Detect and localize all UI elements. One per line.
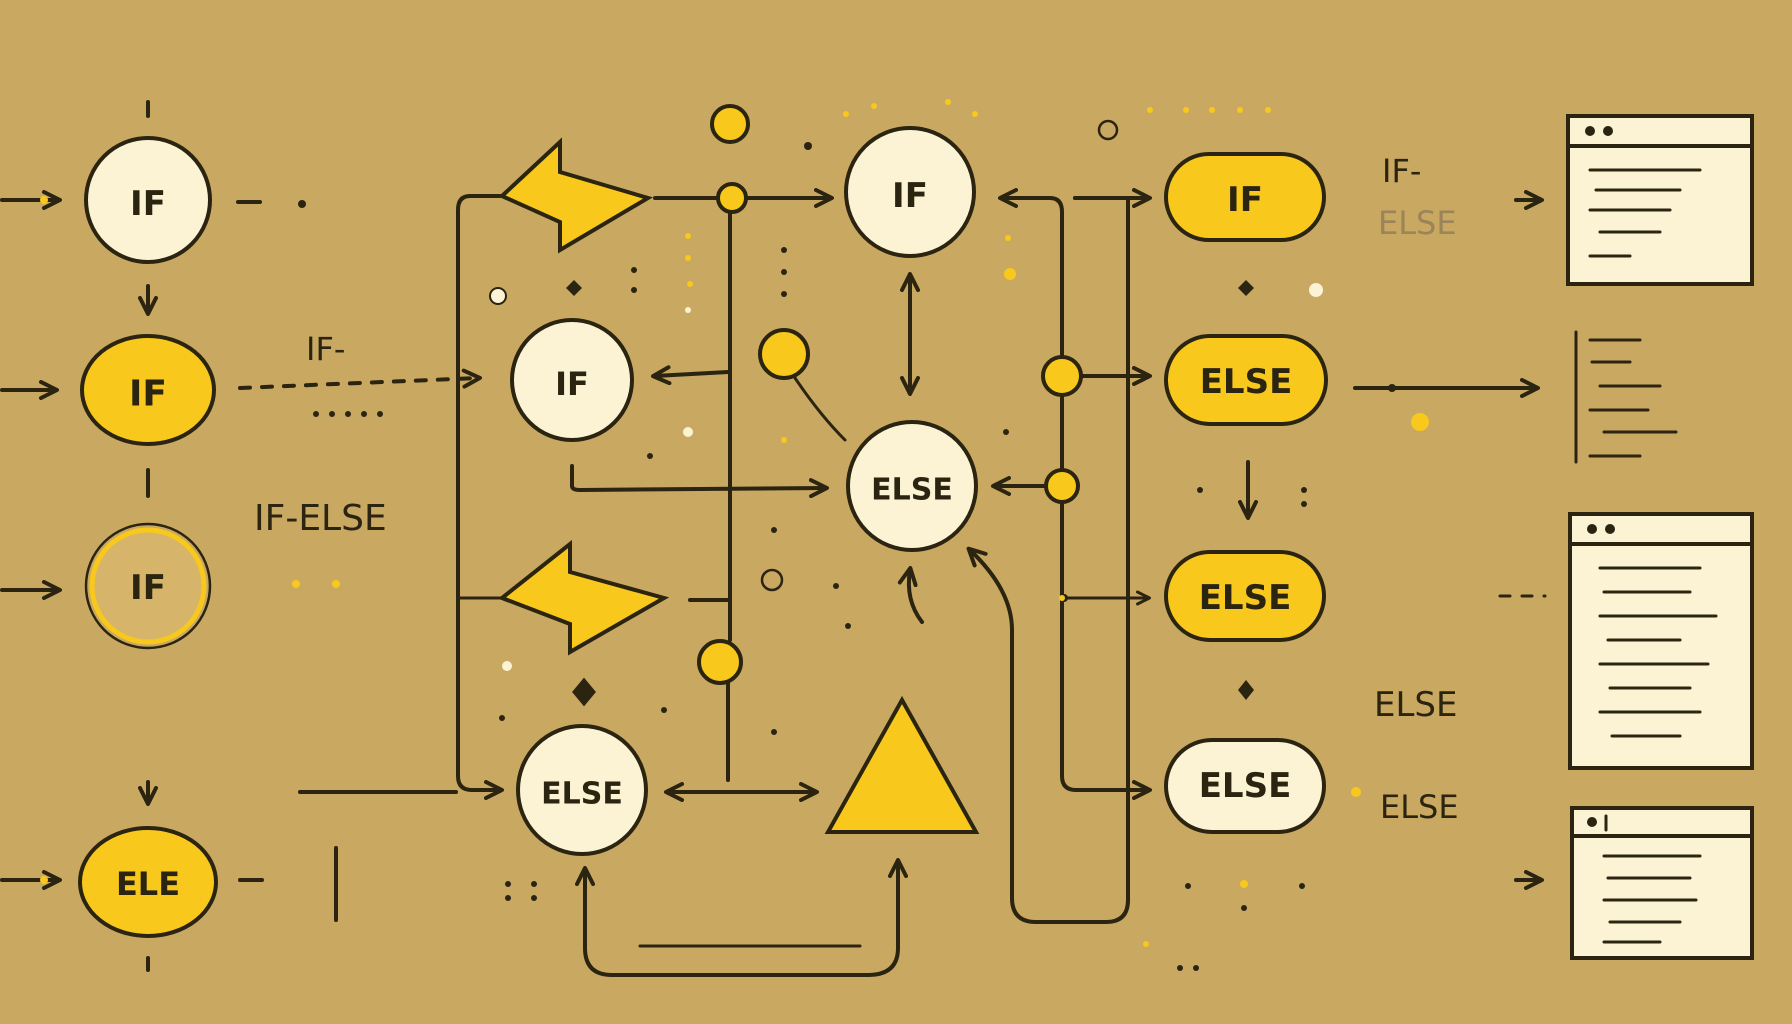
left-if-node-3[interactable]: IF [84, 522, 212, 650]
loop-left [456, 194, 504, 800]
pill-else-3-label: ELSE [1199, 766, 1292, 806]
arrow-to-center-else [570, 464, 829, 499]
code-window-icon [1566, 114, 1754, 286]
pill-else-2-label: ELSE [1199, 578, 1292, 618]
mid-else-node-label: ELSE [541, 777, 623, 812]
junction-node [760, 568, 784, 592]
shapes [498, 137, 980, 834]
pill-if[interactable]: IF [1164, 152, 1326, 242]
junction-nodes [697, 104, 1119, 685]
label-if-dash: IF- [306, 330, 345, 368]
label-else-faded: ELSE [1378, 204, 1457, 242]
arrow-to-mid-if [238, 368, 482, 390]
left-if-node-2-label: IF [129, 374, 167, 415]
arrow-back-to-mid-if [651, 365, 730, 386]
bottom-loop-to-triangle [583, 858, 908, 977]
left-if-node-1-label: IF [130, 184, 166, 224]
junction-node [1097, 119, 1119, 141]
left-if-node-2[interactable]: IF [80, 334, 216, 446]
code-window-icon [1568, 512, 1754, 770]
pill-else-1-label: ELSE [1200, 362, 1293, 402]
label-else-right-2: ELSE [1380, 788, 1459, 826]
junction-node [758, 328, 810, 380]
mid-else-node[interactable]: ELSE [516, 724, 648, 856]
mid-if-node[interactable]: IF [510, 318, 634, 442]
pill-else-1[interactable]: ELSE [1164, 334, 1328, 426]
triangle-icon [824, 695, 980, 834]
connectors [0, 100, 1547, 977]
mid-if-node-label: IF [555, 365, 589, 403]
left-ele-node-label: ELE [116, 865, 180, 903]
left-if-node-3-label: IF [130, 568, 166, 608]
junction-node [1044, 468, 1080, 504]
pill-if-label: IF [1227, 180, 1263, 220]
left-if-node-1[interactable]: IF [84, 136, 212, 264]
free-labels: IF- IF-ELSE IF- ELSE ELSE ELSE [254, 152, 1459, 826]
center-else-node[interactable]: ELSE [846, 420, 978, 552]
junction-node [716, 182, 748, 214]
decorative-dots [40, 99, 1429, 971]
left-ele-node[interactable]: ELE [78, 826, 218, 938]
long-return-loop [966, 196, 1130, 924]
label-if-else: IF-ELSE [254, 498, 387, 539]
diagonal-link [793, 376, 847, 442]
label-if-dash-right: IF- [1382, 152, 1421, 190]
center-else-node-label: ELSE [871, 473, 953, 508]
junction-node [710, 104, 750, 144]
label-else-right-1: ELSE [1374, 685, 1458, 725]
diamond-arrow-icon [498, 539, 670, 656]
junction-node [1041, 355, 1083, 397]
pill-else-3[interactable]: ELSE [1164, 738, 1326, 834]
center-if-node[interactable]: IF [844, 126, 976, 258]
code-window-icon [1570, 806, 1754, 960]
curl-up-arrow [897, 566, 924, 624]
junction-node [697, 639, 743, 685]
pill-else-2[interactable]: ELSE [1164, 550, 1326, 642]
code-document-icon [1574, 330, 1678, 464]
diamond-arrow-icon [498, 137, 653, 254]
center-if-node-label: IF [892, 176, 928, 216]
